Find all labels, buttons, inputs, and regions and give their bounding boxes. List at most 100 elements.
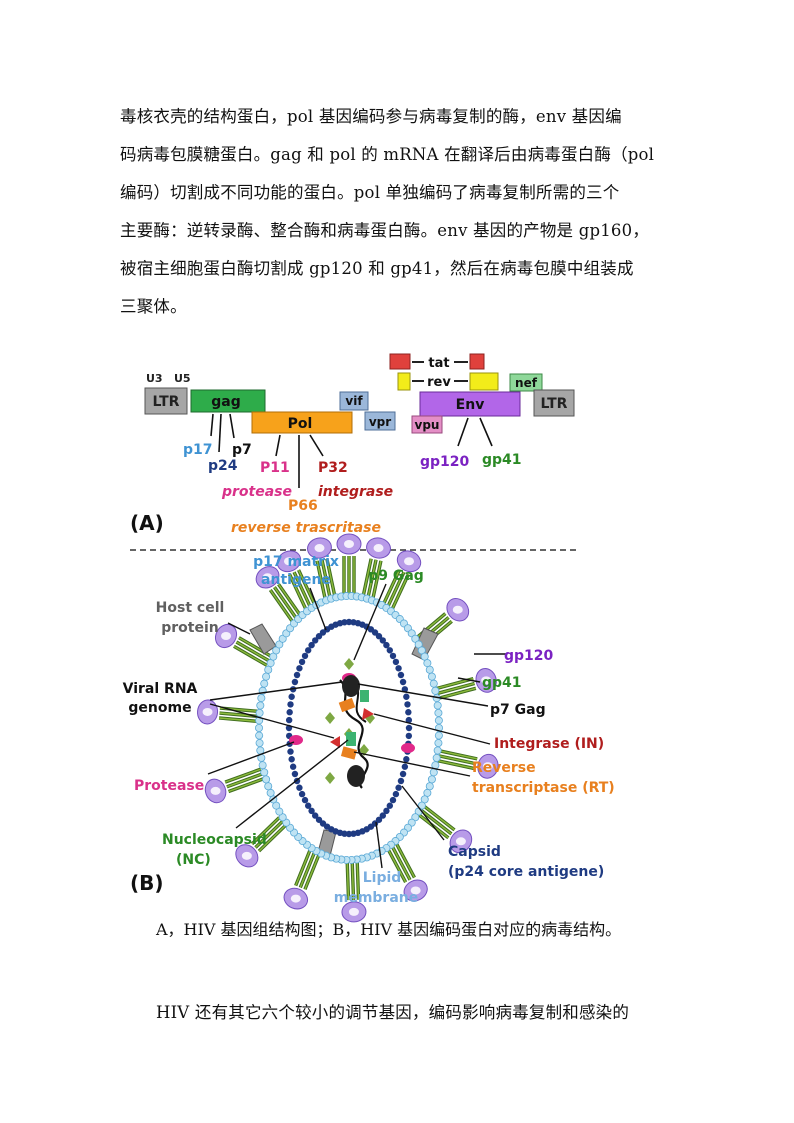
gp41-stalk-highlight [277, 583, 301, 616]
reverse-transcriptase-label: Reverse [472, 760, 536, 776]
capsid-bead [392, 658, 400, 666]
viral-rna-pointer [209, 703, 335, 739]
hiv-figure: U3 U5 LTR gag Pol vif vpr tat rev nef En… [118, 348, 615, 923]
gp120-head-highlight [373, 544, 384, 553]
gp41-stalk-highlight [316, 560, 326, 599]
gag-label: gag [211, 394, 241, 410]
gp41-stalk-highlight [233, 645, 268, 666]
capsid-bead [308, 807, 315, 815]
body-paragraph-2: HIV 还有其它六个较小的调节基因，编码影响病毒复制和感染的 [156, 994, 696, 1032]
capsid-bead [405, 716, 413, 724]
lipid-membrane-bead [256, 701, 265, 710]
lipid-membrane-bead [260, 768, 269, 777]
integrase-pointer [373, 713, 491, 745]
reverse-transcriptase-label: reverse trascritase [231, 520, 381, 536]
lipid-membrane-bead [407, 629, 416, 638]
protease-label: protease [221, 484, 292, 500]
capsid-bead [386, 802, 394, 809]
vif-box [339, 391, 369, 411]
rev-box-2 [469, 372, 499, 391]
capsid-bead [304, 647, 312, 654]
gp41-stalk-highlight [424, 806, 455, 831]
envelope-spike [283, 849, 321, 910]
gp41-stalk-highlight [382, 569, 401, 605]
p7-gag-shape [342, 675, 360, 697]
capsid-bead [389, 796, 397, 804]
capsid-bead [405, 732, 413, 740]
lipid-membrane-bead [255, 731, 264, 740]
lipid-membrane-bead [434, 708, 443, 717]
capsid-bead [288, 756, 295, 763]
capsid-bead [395, 665, 402, 672]
text-line: 编码）切割成不同功能的蛋白。pol 单独编码了病毒复制所需的三个 [120, 183, 620, 202]
text-line: 三聚体。 [120, 297, 187, 316]
p24-pointer [218, 413, 222, 453]
capsid-bead [379, 637, 386, 644]
lipid-membrane-bead [260, 679, 269, 688]
nucleocapsid-label: Nucleocapsid [162, 832, 267, 848]
lipid-membrane-bead [411, 813, 420, 822]
capsid-bead [383, 807, 390, 815]
gp120-pointer [457, 417, 469, 447]
text-line: 主要酶：逆转录酶、整合酶和病毒蛋白酶。env 基因的产物是 gp160， [120, 221, 650, 240]
capsid-bead [379, 812, 386, 819]
lipid-membrane-label: Lipid [363, 870, 402, 886]
gp120-label: gp120 [420, 454, 470, 470]
p7-gag-pointer [357, 683, 489, 707]
capsid-bead [383, 641, 390, 649]
lipid-membrane-label: membrane [334, 890, 419, 906]
viral-rna-genome-label: Viral RNA [123, 681, 198, 697]
capsid-bead [386, 647, 394, 654]
ltr-left-label: LTR [153, 394, 180, 410]
viral-rna-genome-label: genome [128, 700, 191, 716]
lipid-membrane-bead [423, 659, 432, 668]
gp41-pointer [479, 417, 493, 447]
lipid-membrane-bead [427, 775, 436, 784]
p17-matrix-label: antigene [261, 572, 331, 588]
p66-label: P66 [288, 498, 318, 514]
p7-pointer [229, 413, 235, 439]
gp41-stalk-highlight [372, 560, 382, 599]
gp120-head-highlight [221, 632, 232, 640]
envelope-spike [361, 537, 391, 599]
gp41-stalk-highlight [258, 824, 287, 852]
gp41-stalk-highlight [273, 586, 297, 619]
capsid-bead [405, 724, 413, 732]
lipid-membrane-bead [254, 723, 263, 732]
lipid-membrane-bead [262, 775, 271, 784]
capsid-bead [286, 709, 293, 716]
gp120-head-highlight [290, 894, 301, 903]
capsid-bead [315, 816, 323, 823]
capsid-bead [293, 671, 301, 679]
capsid-bead [405, 709, 412, 716]
envelope-spike [381, 550, 422, 610]
gp120-head-highlight [262, 573, 273, 582]
p11-label: P11 [260, 460, 290, 476]
envelope-spike [197, 699, 258, 725]
gp41-stalk-highlight [439, 750, 478, 760]
gp120-head-highlight [482, 762, 493, 771]
capsid-bead [288, 693, 295, 700]
gp41-stalk-highlight [326, 558, 336, 597]
nef-box [509, 373, 543, 392]
text-line: HIV 还有其它六个较小的调节基因，编码影响病毒复制和感染的 [156, 1003, 630, 1022]
text-line: 码病毒包膜糖蛋白。gag 和 pol 的 mRNA 在翻译后由病毒蛋白酶（pol [120, 145, 655, 164]
gp120-head-highlight [241, 851, 252, 860]
gp41-stalk-highlight [226, 773, 263, 788]
capsid-bead [399, 678, 407, 686]
nef-label: nef [515, 376, 538, 390]
capsid-bead [392, 790, 400, 798]
capsid-bead [285, 716, 293, 724]
gp41-stalk-highlight [362, 558, 372, 597]
gp120-head-highlight [452, 605, 463, 614]
gp41-stalk-highlight [299, 851, 316, 888]
vif-label: vif [345, 394, 363, 408]
gp41-stalk-highlight [438, 755, 477, 765]
reverse-transcriptase-label: transcriptase (RT) [472, 780, 615, 796]
lipid-membrane-bead [257, 694, 266, 703]
genome-map: U3 U5 LTR gag Pol vif vpr tat rev nef En… [130, 353, 575, 536]
gp120-head-highlight [404, 557, 415, 566]
u5-label: U5 [174, 372, 191, 385]
capsid-bead [291, 678, 299, 686]
lipid-membrane-bead [262, 672, 271, 681]
